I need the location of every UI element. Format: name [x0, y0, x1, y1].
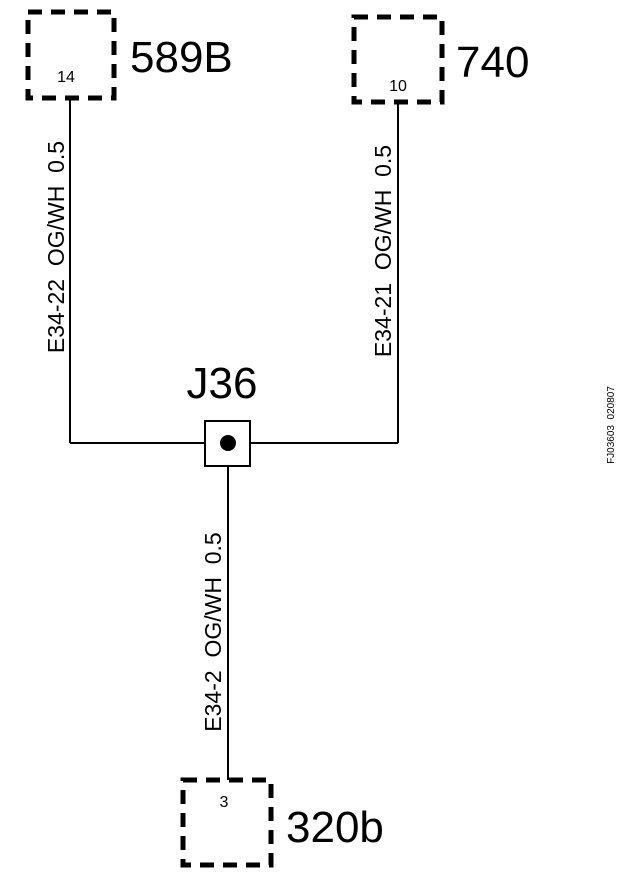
connector-740-pin: 10 [389, 78, 407, 95]
splice-j36: J36 [187, 359, 258, 467]
connector-589b-name: 589B [130, 33, 233, 82]
wire-e34-22-label: E34-22 OG/WH 0.5 [43, 141, 69, 353]
wire-e34-21-label: E34-21 OG/WH 0.5 [370, 145, 396, 357]
figure-reference: FJ03603 020807 [606, 386, 617, 464]
splice-j36-name: J36 [187, 359, 258, 408]
connector-740: 10 740 [351, 14, 529, 105]
wire-e34-22 [69, 98, 228, 444]
splice-j36-dot [220, 435, 236, 451]
connector-740-box [351, 14, 445, 105]
connector-589b-box [25, 9, 117, 101]
connector-320b-pin: 3 [220, 794, 229, 811]
connector-589b-pin: 14 [57, 69, 75, 86]
wire-e34-21 [228, 102, 399, 444]
wire-e34-2-label: E34-2 OG/WH 0.5 [200, 532, 226, 731]
connector-740-name: 740 [456, 38, 529, 87]
connector-320b: 3 320b [180, 777, 384, 868]
connector-589b: 14 589B [25, 9, 233, 101]
connector-320b-box [180, 777, 274, 868]
connector-320b-name: 320b [286, 803, 384, 852]
